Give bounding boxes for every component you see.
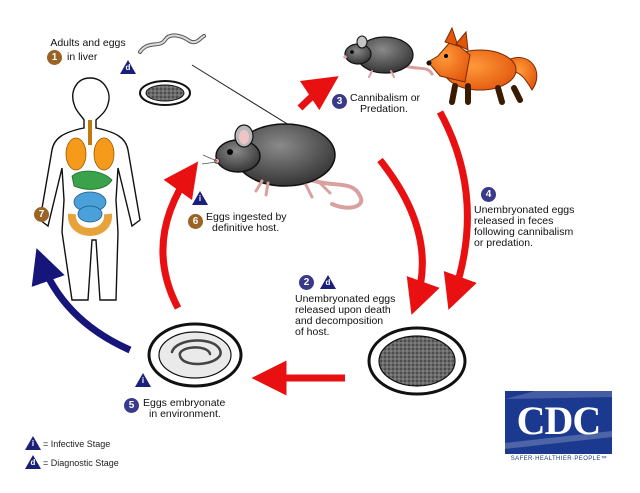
stage-4-number: 4 [481, 187, 496, 202]
stage-3-number: 3 [332, 94, 347, 109]
legend-diagnostic-marker: d [25, 455, 41, 469]
diagnostic-marker-stage-2: d [320, 275, 336, 289]
fox-image [426, 26, 538, 105]
cdc-tagline: SAFER·HEALTHIER·PEOPLE™ [510, 456, 608, 462]
stage-6-label: Eggs ingested by definitive host. [206, 211, 287, 234]
legend-infective-marker: i [25, 436, 41, 450]
cdc-logo: CDC [505, 391, 612, 454]
stage-6-number: 6 [188, 214, 203, 229]
infective-marker-stage-6: i [192, 191, 208, 205]
arrow-feces [436, 110, 477, 310]
cdc-logo-stripes [505, 391, 612, 449]
rat-host-image [201, 123, 364, 210]
diagnostic-marker-stage-1: d [120, 60, 136, 74]
stage-1-label: Adults and eggs [50, 37, 126, 49]
adult-worm-image [138, 33, 206, 54]
stage-5-label: Eggs embryonate in environment. [143, 397, 226, 420]
stage-2-label: Unembryonated eggs released upon death a… [295, 293, 396, 338]
legend-diagnostic-text: = Diagnostic Stage [43, 458, 119, 468]
embryonated-egg-image [147, 322, 243, 388]
arrow-decomposition [377, 157, 440, 315]
cdc-logo-text: CDC [516, 398, 602, 443]
top-rat-image [343, 35, 434, 78]
stage-1-number: 1 [47, 50, 62, 65]
stage-1-label-line2: in liver [67, 51, 98, 63]
stage-4-label: Unembryonated eggs released in feces fol… [474, 204, 575, 249]
stage-2-number: 2 [299, 275, 314, 290]
infective-marker-stage-5: i [135, 373, 151, 387]
stage-7-number: 7 [34, 207, 49, 222]
arrow-human-infection [31, 248, 132, 354]
arrow-predation [297, 76, 339, 111]
legend-infective-text: = Infective Stage [43, 439, 111, 449]
human-figure-image [39, 77, 141, 301]
stage-3-label: Cannibalism or Predation. [350, 92, 421, 115]
arrow-ingestion [159, 161, 199, 310]
stage-5-number: 5 [124, 398, 139, 413]
egg-in-liver-image [139, 80, 191, 106]
unembryonated-egg-image [367, 326, 467, 396]
